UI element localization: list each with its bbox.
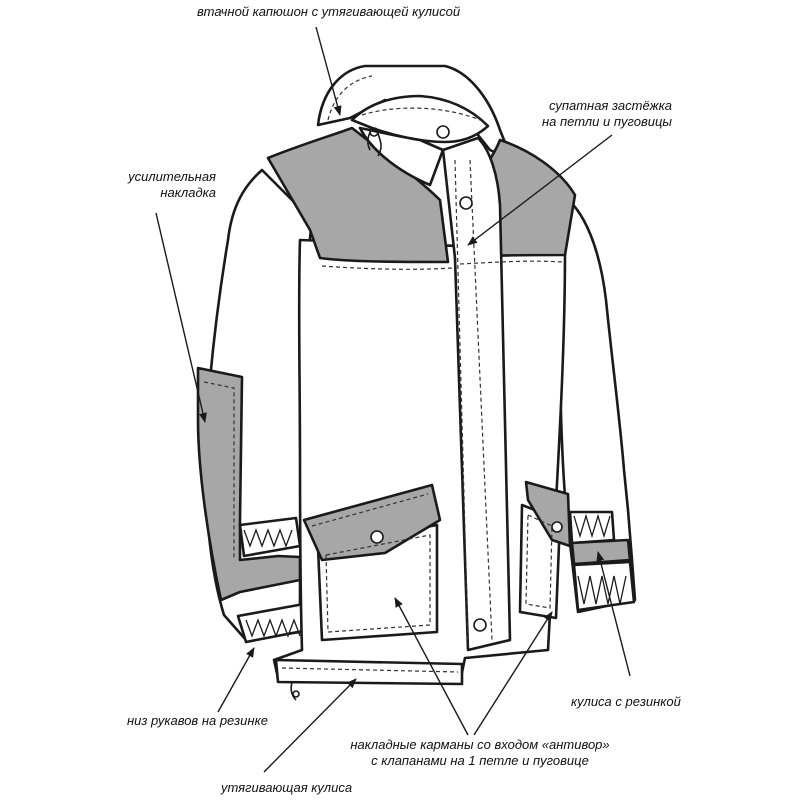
stitch-yoke-seam-right <box>459 260 564 265</box>
label-waist-drawcord: кулиса с резинкой <box>571 694 681 710</box>
label-hem-drawcord-text: утягивающая кулиса <box>221 780 353 795</box>
label-patch: усилительная накладка <box>112 169 216 201</box>
hood-cord-stopper <box>369 127 379 137</box>
label-closure-line2: на петли и пуговицы <box>542 114 672 129</box>
hem-drawcord <box>290 681 297 701</box>
label-pockets: накладные карманы со входом «антивор» с … <box>346 737 614 769</box>
button-collar <box>436 125 450 139</box>
left-cuff <box>568 510 616 545</box>
label-patch-line2: накладка <box>160 185 216 200</box>
elastic-left-cuff <box>573 513 611 539</box>
pocket-flap-left <box>302 483 442 562</box>
label-hem-drawcord: утягивающая кулиса <box>221 780 352 796</box>
stitch-collar <box>361 107 481 121</box>
button-placket-2 <box>473 618 487 632</box>
drawcords <box>290 127 382 701</box>
stitch-placket <box>454 159 469 646</box>
callout-arrows <box>155 26 631 773</box>
hem-cord-stopper <box>292 690 300 698</box>
buttons <box>370 125 563 632</box>
arrow-hood <box>315 26 342 116</box>
elastic-right-cuff <box>243 528 293 548</box>
arrow-pocket-left <box>394 597 469 736</box>
elastic-right-hem <box>245 618 301 638</box>
front-placket <box>441 136 512 652</box>
arrow-patch <box>155 212 207 423</box>
button-pocket-flap-left <box>370 530 384 544</box>
stitch-yoke-seam <box>321 265 453 270</box>
elbow-patch <box>196 366 302 602</box>
button-pocket-flap-right <box>551 521 563 533</box>
button-placket-1 <box>459 196 473 210</box>
arrow-waist-drawcord <box>596 551 631 677</box>
arrow-sleeve-hem <box>217 647 255 713</box>
label-pockets-line2: с клапанами на 1 петле и пуговице <box>371 753 589 768</box>
stitch-pocket-left <box>325 534 431 633</box>
label-waist-drawcord-text: кулиса с резинкой <box>571 694 681 709</box>
arrow-hem-drawcord <box>263 678 357 773</box>
label-closure: супатная застёжка на петли и пуговицы <box>530 98 672 130</box>
left-sleeve <box>558 193 637 614</box>
stitch-pocket-right <box>525 514 553 609</box>
label-sleeve-hem-text: низ рукавов на резинке <box>127 713 268 728</box>
yoke-left <box>266 126 450 264</box>
label-closure-line1: супатная застёжка <box>548 98 672 113</box>
label-hood: втачной капюшон с утягивающей кулисой <box>197 4 460 20</box>
elastic-left-hem <box>577 575 627 605</box>
label-pockets-line1: накладные карманы со входом «антивор» <box>350 737 610 752</box>
arrow-closure <box>467 134 613 246</box>
stitch-elbow-patch <box>203 381 235 560</box>
hem-band <box>274 658 464 686</box>
label-hood-text: втачной капюшон с утягивающей кулисой <box>197 4 461 19</box>
left-cuff-band <box>570 538 632 566</box>
arrow-pocket-right <box>473 611 553 736</box>
label-sleeve-hem: низ рукавов на резинке <box>127 713 268 729</box>
jacket-outline <box>196 64 637 686</box>
elastic-gathers <box>243 513 627 638</box>
stitch-hem <box>281 667 459 673</box>
label-patch-line1: усилительная <box>128 169 216 184</box>
stitch-pocket-flap <box>311 493 429 527</box>
